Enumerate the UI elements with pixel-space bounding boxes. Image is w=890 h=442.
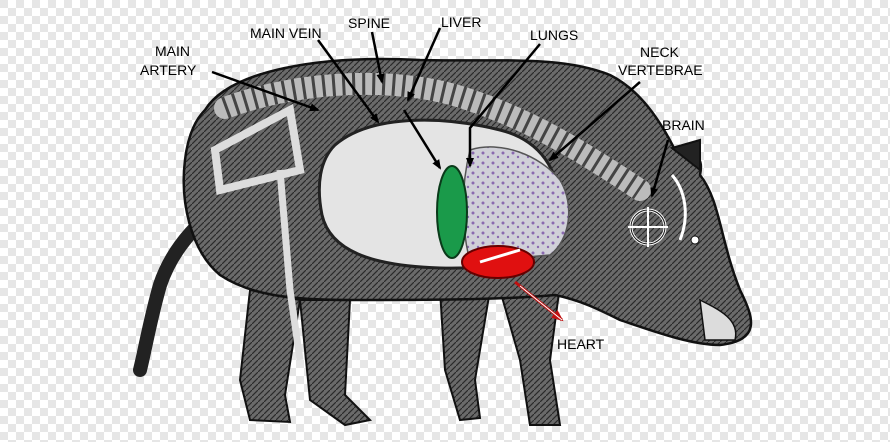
label-main-vein: MAIN VEIN [250, 25, 322, 41]
arrow-liver-a [406, 27, 442, 102]
label-heart: HEART [557, 336, 605, 352]
label-lungs: LUNGS [530, 27, 578, 43]
label-neck-line1: NECK [640, 44, 680, 60]
heart-organ [461, 245, 535, 279]
spine-bones [214, 72, 651, 201]
arrow-main-artery [211, 70, 320, 112]
eye [690, 235, 700, 245]
hip-bone [210, 103, 305, 195]
skeleton [210, 72, 651, 361]
arrow-spine [370, 31, 385, 84]
arrow-brain [650, 139, 670, 198]
label-main-artery-line1: MAIN [155, 43, 190, 59]
ear [669, 138, 701, 173]
liver-organ [436, 165, 468, 259]
arrow-main-vein [316, 39, 380, 124]
arrow-neck-vertebrae [548, 81, 641, 162]
label-liver: LIVER [441, 14, 481, 30]
arrow-lungs [466, 43, 541, 168]
snout [699, 298, 737, 341]
labels: MAIN ARTERY MAIN VEIN SPINE LIVER LUNGS … [140, 14, 705, 352]
pointer-arrows [211, 27, 670, 198]
arrow-liver-b [402, 109, 442, 170]
arrow-heart-outline [519, 285, 563, 321]
hind-leg-bone [276, 169, 304, 361]
label-spine: SPINE [348, 15, 390, 31]
label-brain: BRAIN [662, 117, 705, 133]
label-main-artery-line2: ARTERY [140, 62, 197, 78]
crosshair-icon [628, 174, 687, 247]
label-neck-line2: VERTEBRAE [618, 62, 703, 78]
